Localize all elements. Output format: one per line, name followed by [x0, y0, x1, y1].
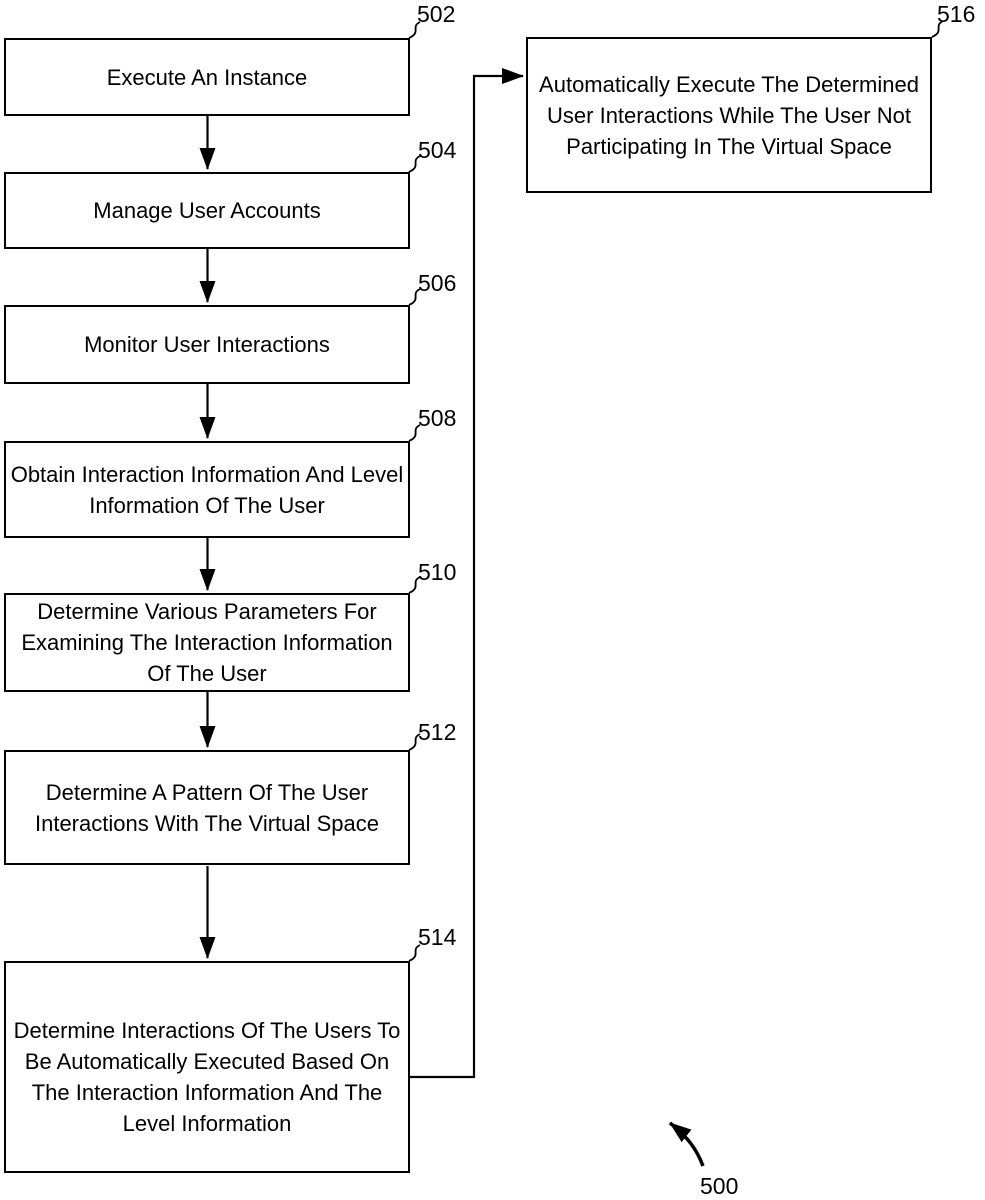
ref-label-514: 514 [418, 924, 457, 950]
ref-label-502: 502 [417, 1, 456, 27]
flow-box-determine-parameters: Determine Various Parameters For Examini… [4, 593, 410, 692]
flow-box-text: Determine Interactions Of The Users To B… [13, 1018, 401, 1136]
flow-box-execute-instance: Execute An Instance [4, 38, 410, 116]
ref-label-500-figure: 500 [700, 1173, 739, 1199]
flow-box-determine-pattern: Determine A Pattern Of The User Interact… [4, 750, 410, 865]
flow-box-text: Manage User Accounts [93, 198, 321, 223]
flow-box-text: Execute An Instance [106, 64, 308, 90]
figure-reference-arrow-icon [668, 1121, 705, 1167]
flow-box-obtain-interaction-information: Obtain Interaction Information And Level… [4, 441, 410, 538]
ref-label-504: 504 [418, 137, 457, 163]
ref-label-506: 506 [418, 270, 457, 296]
flow-box-text: Monitor User Interactions [84, 332, 330, 357]
ref-label-508: 508 [418, 405, 457, 431]
flow-box-text: Determine A Pattern Of The User Interact… [34, 779, 380, 836]
flow-box-automatically-execute: Automatically Execute The Determined Use… [526, 37, 932, 193]
ref-label-510: 510 [418, 559, 457, 585]
flow-box-text: Automatically Execute The Determined Use… [539, 71, 919, 159]
ref-label-516: 516 [937, 1, 976, 27]
flow-box-text: Obtain Interaction Information And Level… [10, 461, 404, 518]
ref-label-512: 512 [418, 719, 457, 745]
flow-box-determine-interactions-to-execute: Determine Interactions Of The Users To B… [4, 961, 410, 1173]
flow-box-manage-user-accounts: Manage User Accounts [4, 172, 410, 249]
flow-box-text: Determine Various Parameters For Examini… [21, 599, 393, 686]
flow-box-monitor-user-interactions: Monitor User Interactions [4, 305, 410, 384]
